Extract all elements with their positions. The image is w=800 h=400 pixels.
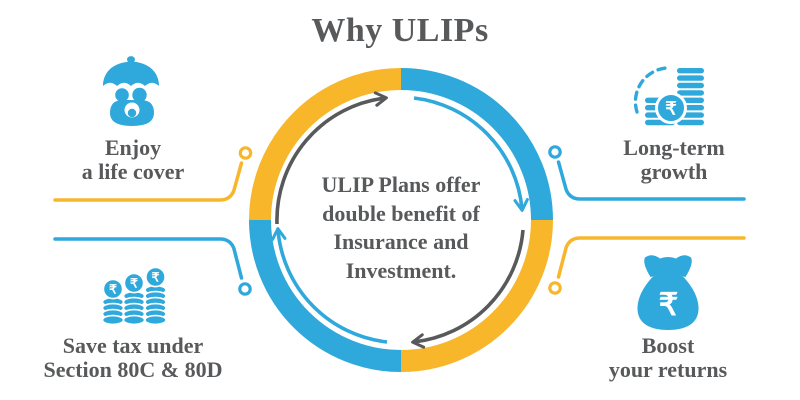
cycle-arrow-sw	[271, 227, 388, 344]
feature-label-line: growth	[640, 158, 708, 184]
growth-curve-dashed	[633, 66, 668, 114]
connector-node-right-bottom	[548, 281, 562, 295]
cycle-arrow-se	[411, 229, 525, 349]
page-title: Why ULIPs	[311, 12, 489, 49]
center-message: ULIP Plans offer double benefit of Insur…	[281, 171, 521, 285]
connector-line-right-bottom	[556, 236, 746, 279]
rupee-symbol: ₹	[665, 99, 677, 119]
growing-coins-icon: ₹	[633, 66, 704, 126]
feature-label-line: Boost	[641, 333, 695, 358]
feature-label-line: a life cover	[81, 158, 185, 184]
cycle-arrow-ne	[413, 96, 529, 212]
connector-line-right-top	[556, 160, 746, 201]
rupee-coin-stacks-icon: ₹ ₹ ₹	[101, 266, 167, 326]
rupee-symbol: ₹	[109, 283, 117, 297]
connector-node-left-top	[238, 146, 253, 160]
rupee-symbol: ₹	[152, 271, 160, 285]
ring-segment-sw	[249, 219, 402, 372]
center-message-line: double benefit of	[322, 200, 480, 226]
rupee-symbol: ₹	[130, 277, 138, 291]
center-ring	[249, 68, 553, 372]
rupee-symbol: ₹	[659, 287, 679, 322]
feature-label-long-term-growth: Long-term growth	[595, 136, 753, 183]
ring-segment-se	[400, 219, 553, 372]
ring-segment-nw	[249, 68, 402, 221]
connector-line-left-top	[53, 161, 244, 202]
feature-label-save-tax: Save tax under Section 80C & 80D	[23, 334, 243, 381]
center-message-line: Insurance and	[333, 229, 469, 254]
connector-node-left-bottom	[238, 282, 252, 296]
feature-label-life-cover: Enjoy a life cover	[38, 136, 228, 183]
feature-label-line: Section 80C & 80D	[43, 356, 223, 382]
connector-node-right-top	[548, 145, 562, 159]
feature-label-line: Long-term	[623, 135, 725, 160]
ring-segment-ne	[400, 68, 553, 221]
center-message-line: Investment.	[345, 257, 457, 283]
feature-label-line: Enjoy	[104, 135, 162, 160]
feature-label-line: Save tax under	[62, 333, 204, 358]
connector-line-left-bottom	[53, 237, 244, 280]
connectors	[53, 145, 746, 296]
cycle-arrow-nw	[275, 91, 388, 225]
feature-label-boost-returns: Boost your returns	[589, 334, 747, 381]
center-message-line: ULIP Plans offer	[321, 172, 481, 197]
umbrella-family-icon	[103, 56, 159, 126]
feature-label-line: your returns	[608, 356, 728, 382]
cycle-arrows	[271, 91, 529, 349]
money-bag-icon: ₹	[637, 255, 699, 330]
